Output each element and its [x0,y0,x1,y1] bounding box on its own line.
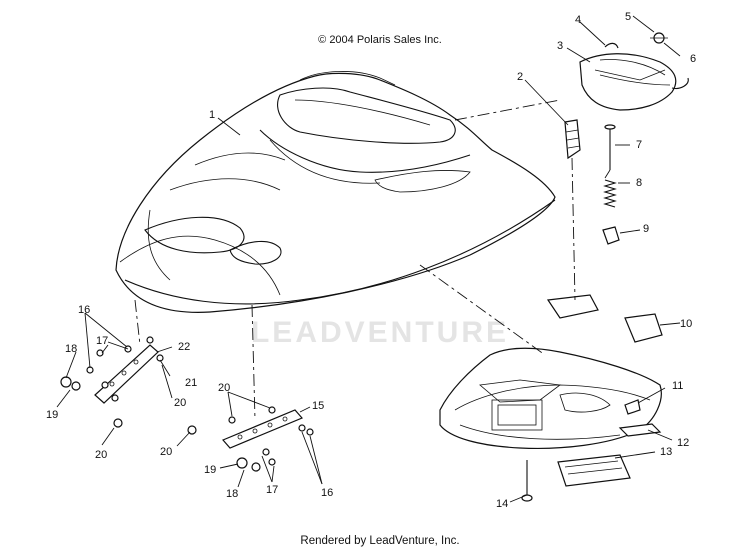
callout-18-right: 18 [226,488,238,500]
callout-15: 15 [312,400,324,412]
right-hardware [521,119,662,502]
callout-17-left: 17 [96,335,108,347]
watermark-text: LEADVENTURE [250,316,509,349]
callout-17-right: 17 [266,484,278,496]
callout-5: 5 [625,11,631,23]
callout-16-left: 16 [78,304,90,316]
leader-lines [56,15,681,503]
callout-7: 7 [636,139,642,151]
callouts: 1 2 3 4 5 6 7 8 9 10 11 12 13 14 15 16 1… [46,11,696,510]
callout-9: 9 [643,223,649,235]
copyright-text: © 2004 Polaris Sales Inc. [318,34,442,46]
callout-2: 2 [517,71,523,83]
footer-credit: Rendered by LeadVenture, Inc. [300,535,460,547]
callout-10: 10 [680,318,692,330]
part-22-bracket [94,344,159,404]
callout-22: 22 [178,341,190,353]
part-9-nut [602,226,620,245]
callout-20-c: 20 [218,382,230,394]
callout-20-d: 20 [160,446,172,458]
part-13-plate [557,454,631,487]
callout-11: 11 [672,380,683,392]
part-15-bracket [221,409,304,449]
callout-18-left: 18 [65,343,77,355]
hood-part [115,71,556,313]
callout-20-b: 20 [95,449,107,461]
part-12-pad [618,423,662,437]
part-8-spring [603,179,617,208]
callout-19-left: 19 [46,409,58,421]
callout-1: 1 [209,109,215,121]
callout-12: 12 [677,437,689,449]
part-11-clip [624,399,641,415]
windshield-part [579,32,689,111]
callout-19-right: 19 [204,464,216,476]
assembly-lines [134,99,611,421]
callout-16-right: 16 [321,487,333,499]
callout-8: 8 [636,177,642,189]
callout-3: 3 [557,40,563,52]
callout-13: 13 [660,446,672,458]
callout-21: 21 [185,377,197,389]
callout-6: 6 [690,53,696,65]
callout-20-a: 20 [174,397,186,409]
callout-4: 4 [575,14,581,26]
callout-14: 14 [496,498,508,510]
belly-pan-part [439,294,663,450]
